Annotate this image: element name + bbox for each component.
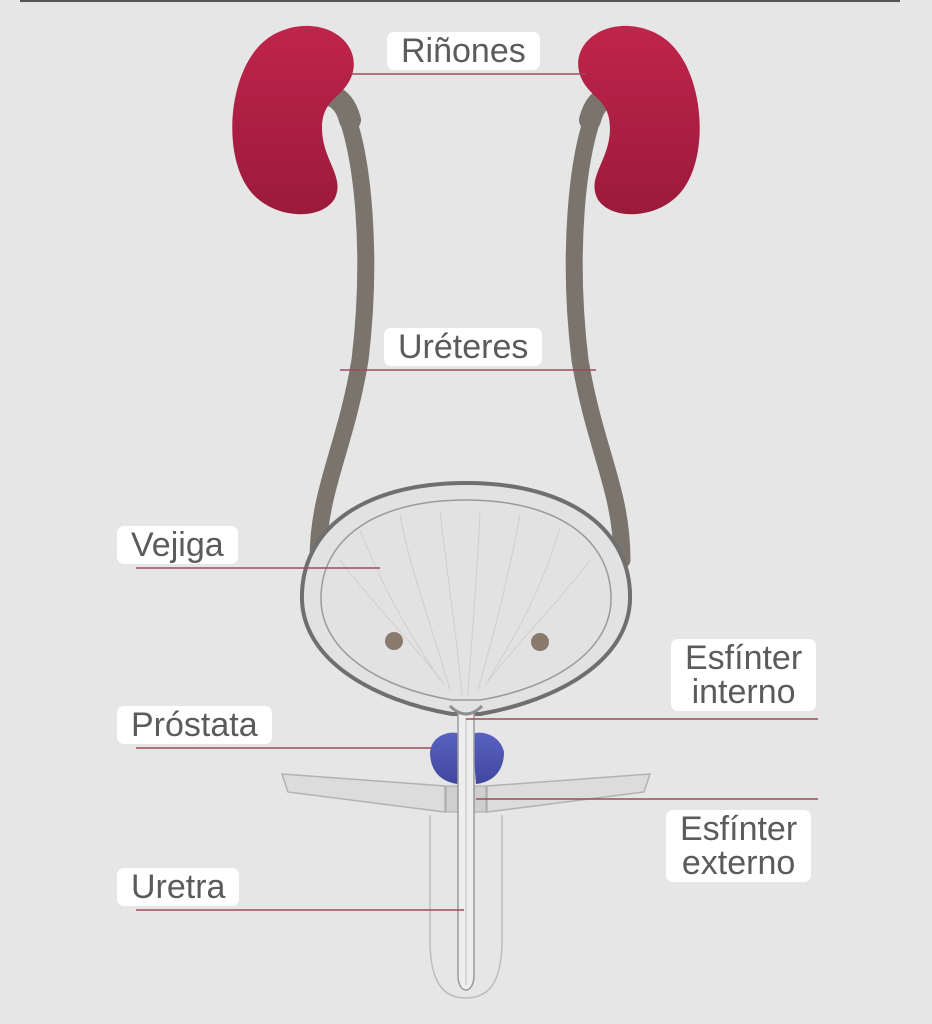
pelvic-floor-right [486,773,652,813]
label-external-sphincter: Esfínter externo [666,810,812,882]
label-ureters: Uréteres [384,328,543,366]
left-kidney [232,25,354,215]
bladder-inner-wall [320,499,612,701]
bladder-texture [339,509,591,696]
bladder [299,480,633,716]
label-bladder: Vejiga [117,526,238,564]
right-kidney [578,25,700,215]
penis-outline [429,815,503,999]
left-ureter [309,91,375,569]
label-prostate: Próstata [117,706,272,744]
label-external-sphincter-line1: Esfínter [680,810,798,848]
label-urethra: Uretra [117,868,240,906]
label-internal-sphincter-line2: interno [691,673,796,711]
pelvic-floor-left [280,773,446,813]
leader-lines [136,73,818,911]
label-kidneys: Riñones [387,32,540,70]
left-ureteral-orifice [385,632,403,650]
label-internal-sphincter: Esfínter interno [671,639,817,711]
prostate-left-lobe [430,732,460,784]
right-ureter [565,91,631,569]
label-external-sphincter-line2: externo [681,844,796,882]
label-internal-sphincter-line1: Esfínter [685,639,803,677]
prostate-right-lobe [472,732,504,784]
right-ureteral-orifice [531,633,549,651]
internal-sphincter [448,704,484,716]
